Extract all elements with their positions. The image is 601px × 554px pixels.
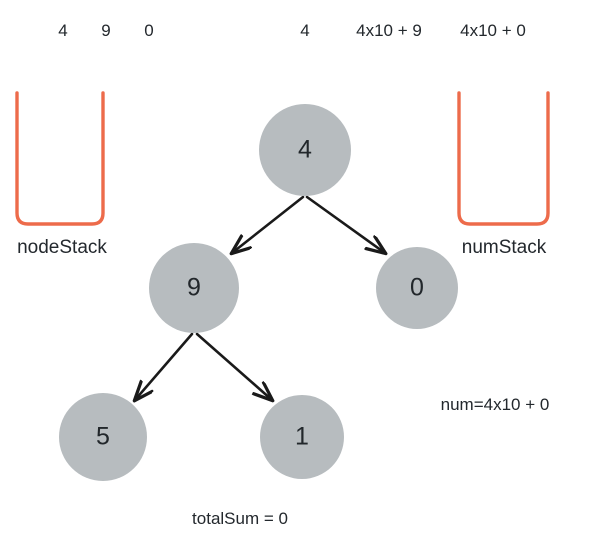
tree-edge-left-to-left-left (135, 332, 194, 400)
stack-caption-nodeStack: nodeStack (17, 237, 107, 258)
top-node-value-2: 0 (144, 21, 154, 40)
top-node-value-0: 4 (58, 21, 68, 40)
tree-nodes (59, 104, 458, 481)
tree-edge-root-to-left (232, 195, 305, 253)
num-expression: num=4x10 + 0 (440, 395, 550, 414)
stack-caption-numStack: numStack (461, 237, 547, 258)
tree-node-left-left (59, 393, 147, 481)
tree-node-right (376, 247, 458, 329)
nodestack-container (15, 91, 105, 226)
top-num-value-2: 4x10 + 0 (460, 21, 526, 40)
tree-node-root (259, 104, 351, 196)
top-num-value-1: 4x10 + 9 (356, 21, 422, 40)
numstack-container (457, 91, 550, 226)
tree-edges (135, 195, 385, 400)
tree-node-left-right (260, 395, 344, 479)
top-num-value-0: 4 (300, 21, 310, 40)
tree-node-left (149, 243, 239, 333)
tree-edge-left-to-left-right (195, 332, 272, 400)
tree-edge-root-to-right (305, 195, 385, 253)
total-sum: totalSum = 0 (192, 509, 288, 528)
top-node-value-1: 9 (101, 21, 111, 40)
